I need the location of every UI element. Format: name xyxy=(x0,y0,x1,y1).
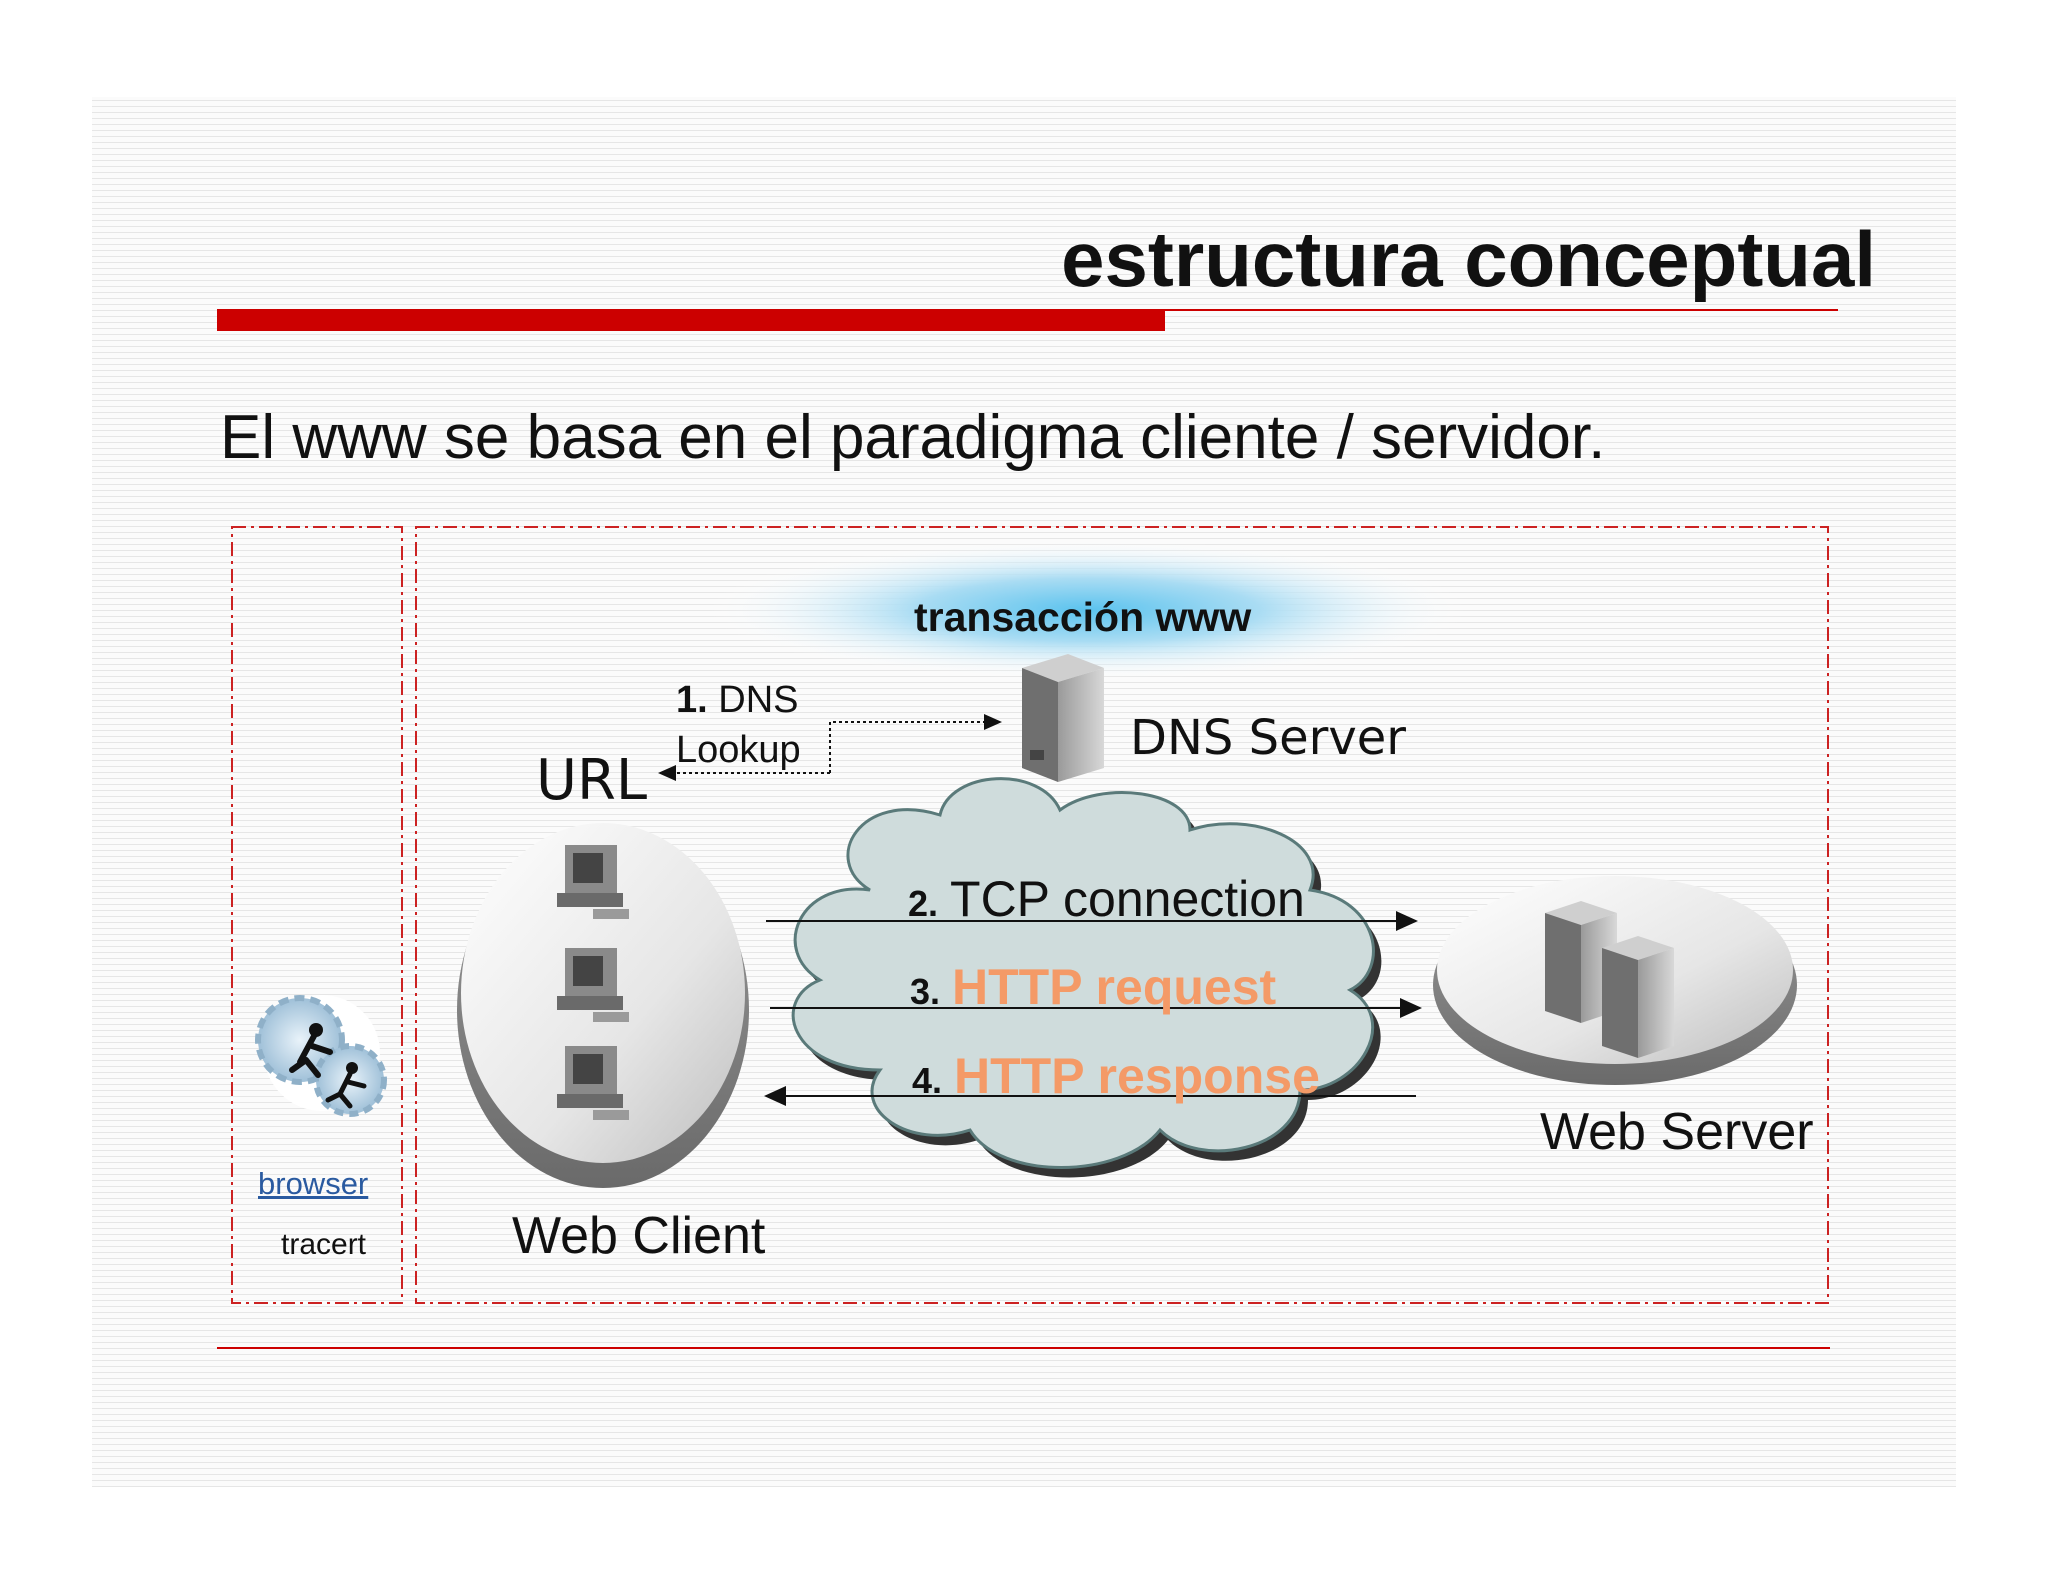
dns-server-label: DNS Server xyxy=(1130,710,1406,766)
step-number: 2. xyxy=(908,883,939,924)
slide-title: estructura conceptual xyxy=(1061,215,1876,303)
computer-icon xyxy=(557,1046,629,1120)
dns-server-icon xyxy=(1022,654,1104,782)
web-server-label: Web Server xyxy=(1540,1103,1814,1161)
sidebar-dashed-box xyxy=(231,526,403,1304)
url-label: URL xyxy=(536,748,648,813)
step-tcp-connection: 2. TCP connection xyxy=(908,870,1305,928)
step-text: HTTP response xyxy=(954,1048,1320,1104)
step-number: 3. xyxy=(910,971,941,1012)
dns-lookup-number: 1. xyxy=(676,679,708,721)
business-people-gears-icon xyxy=(255,995,387,1117)
computer-icon xyxy=(557,845,629,919)
title-red-bar xyxy=(217,309,1165,331)
internet-cloud xyxy=(791,777,1382,1178)
browser-link[interactable]: browser xyxy=(258,1166,369,1201)
step-http-response: 4. HTTP response xyxy=(912,1047,1320,1105)
server-icon xyxy=(1602,936,1674,1058)
computer-icon xyxy=(557,948,629,1022)
dns-lookup-line2: Lookup xyxy=(676,729,801,771)
transaction-glow xyxy=(708,540,1468,680)
step-number: 4. xyxy=(912,1060,943,1101)
step-text: HTTP request xyxy=(952,959,1277,1015)
dns-lookup-arrow xyxy=(829,714,1002,773)
step-text: TCP connection xyxy=(950,871,1305,927)
tracert-label: tracert xyxy=(281,1228,367,1261)
transaction-label: transacción www xyxy=(914,594,1252,640)
dns-lookup-line1: DNS xyxy=(718,679,799,721)
step-http-request: 3. HTTP request xyxy=(910,958,1276,1016)
dns-lookup-label: 1. DNS Lookup xyxy=(676,675,801,775)
slide-subtitle: El www se basa en el paradigma cliente /… xyxy=(220,403,1606,472)
web-client-label: Web Client xyxy=(512,1207,766,1265)
main-dashed-box xyxy=(415,526,1829,1304)
